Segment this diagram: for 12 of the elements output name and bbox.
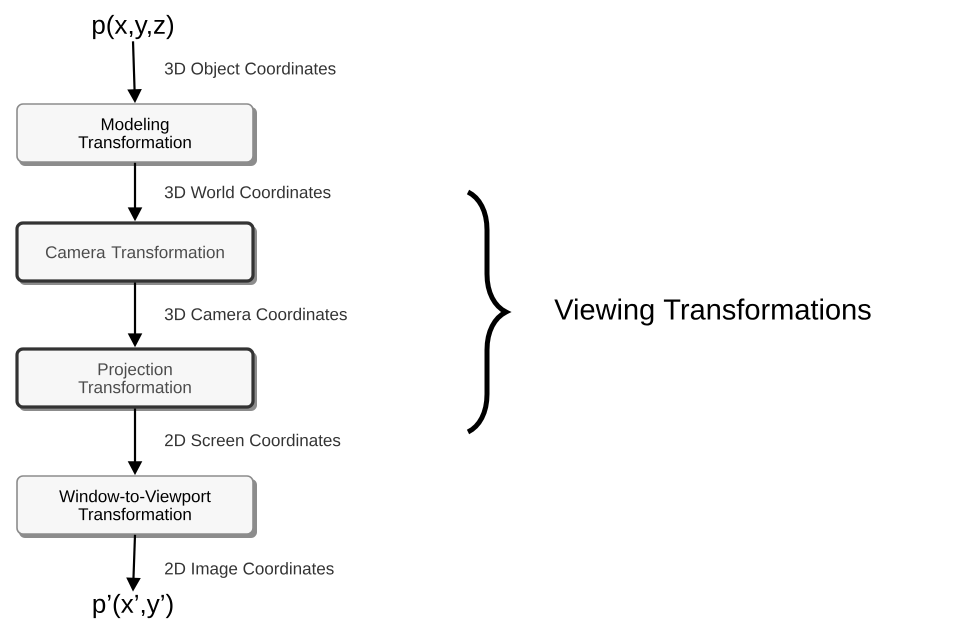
edge-label: 2D Image Coordinates: [165, 562, 334, 578]
point-label: p(x,y,z): [93, 14, 174, 40]
process-box: Projection Transformation: [15, 347, 257, 411]
edge-label: 3D Camera Coordinates: [164, 308, 347, 320]
process-box: Modeling Transformation: [16, 103, 257, 166]
brace-label: Viewing Transformations: [554, 298, 871, 326]
edge-label: 3D World Coordinates: [164, 186, 330, 198]
process-box: Camera Transformation: [15, 221, 257, 285]
edge-label: 2D Screen Coordinates: [165, 434, 340, 446]
point-label: p’(x’,y’): [94, 594, 173, 618]
process-box: Window-to-Viewport Transformation: [16, 475, 257, 538]
edge-label: 3D Object Coordinates: [164, 62, 336, 78]
